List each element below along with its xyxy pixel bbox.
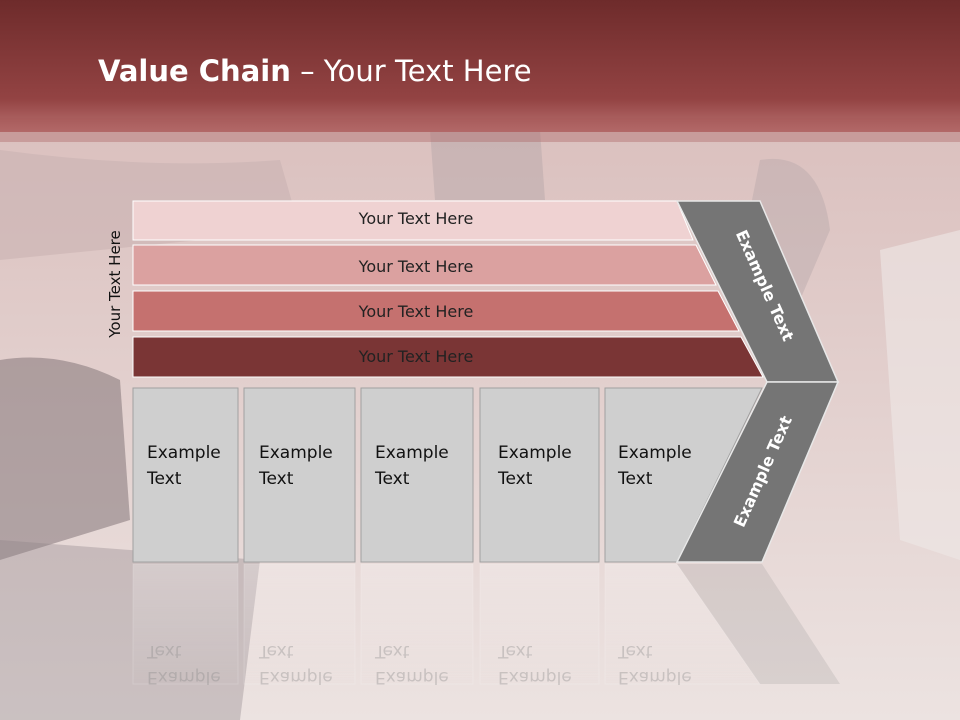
row-shape-2 xyxy=(132,244,717,286)
box-shape-3 xyxy=(360,387,474,563)
box-reflection-2: Example Text xyxy=(259,641,333,687)
reflection xyxy=(132,563,840,685)
title-rest: – Your Text Here xyxy=(290,54,532,88)
box-reflection-4: Example Text xyxy=(498,641,572,687)
box-reflection-3: Example Text xyxy=(375,641,449,687)
box-label-3: Example Text xyxy=(375,443,449,489)
box-label-5: Example Text xyxy=(618,443,692,489)
box-label-1: Example Text xyxy=(147,443,221,489)
box-reflection-5: Example Text xyxy=(618,641,692,687)
box-shape-4 xyxy=(479,387,600,563)
arrow-lower-shape xyxy=(675,381,840,563)
row-shape-1 xyxy=(132,200,694,241)
box-label-4: Example Text xyxy=(498,443,572,489)
box-label-2: Example Text xyxy=(259,443,333,489)
box-reflection-1: Example Text xyxy=(147,641,221,687)
page-title: Value Chain – Your Text Here xyxy=(98,54,532,88)
box-shape-1 xyxy=(132,387,239,563)
box-shape-2 xyxy=(243,387,356,563)
row-label-2: Your Text Here xyxy=(358,257,474,276)
title-bold: Value Chain xyxy=(98,54,291,88)
row-label-3: Your Text Here xyxy=(358,302,474,321)
row-shape-3 xyxy=(132,290,740,332)
row-label-1: Your Text Here xyxy=(358,209,474,228)
row-shape-4 xyxy=(132,336,764,378)
row-label-4: Your Text Here xyxy=(358,347,474,366)
